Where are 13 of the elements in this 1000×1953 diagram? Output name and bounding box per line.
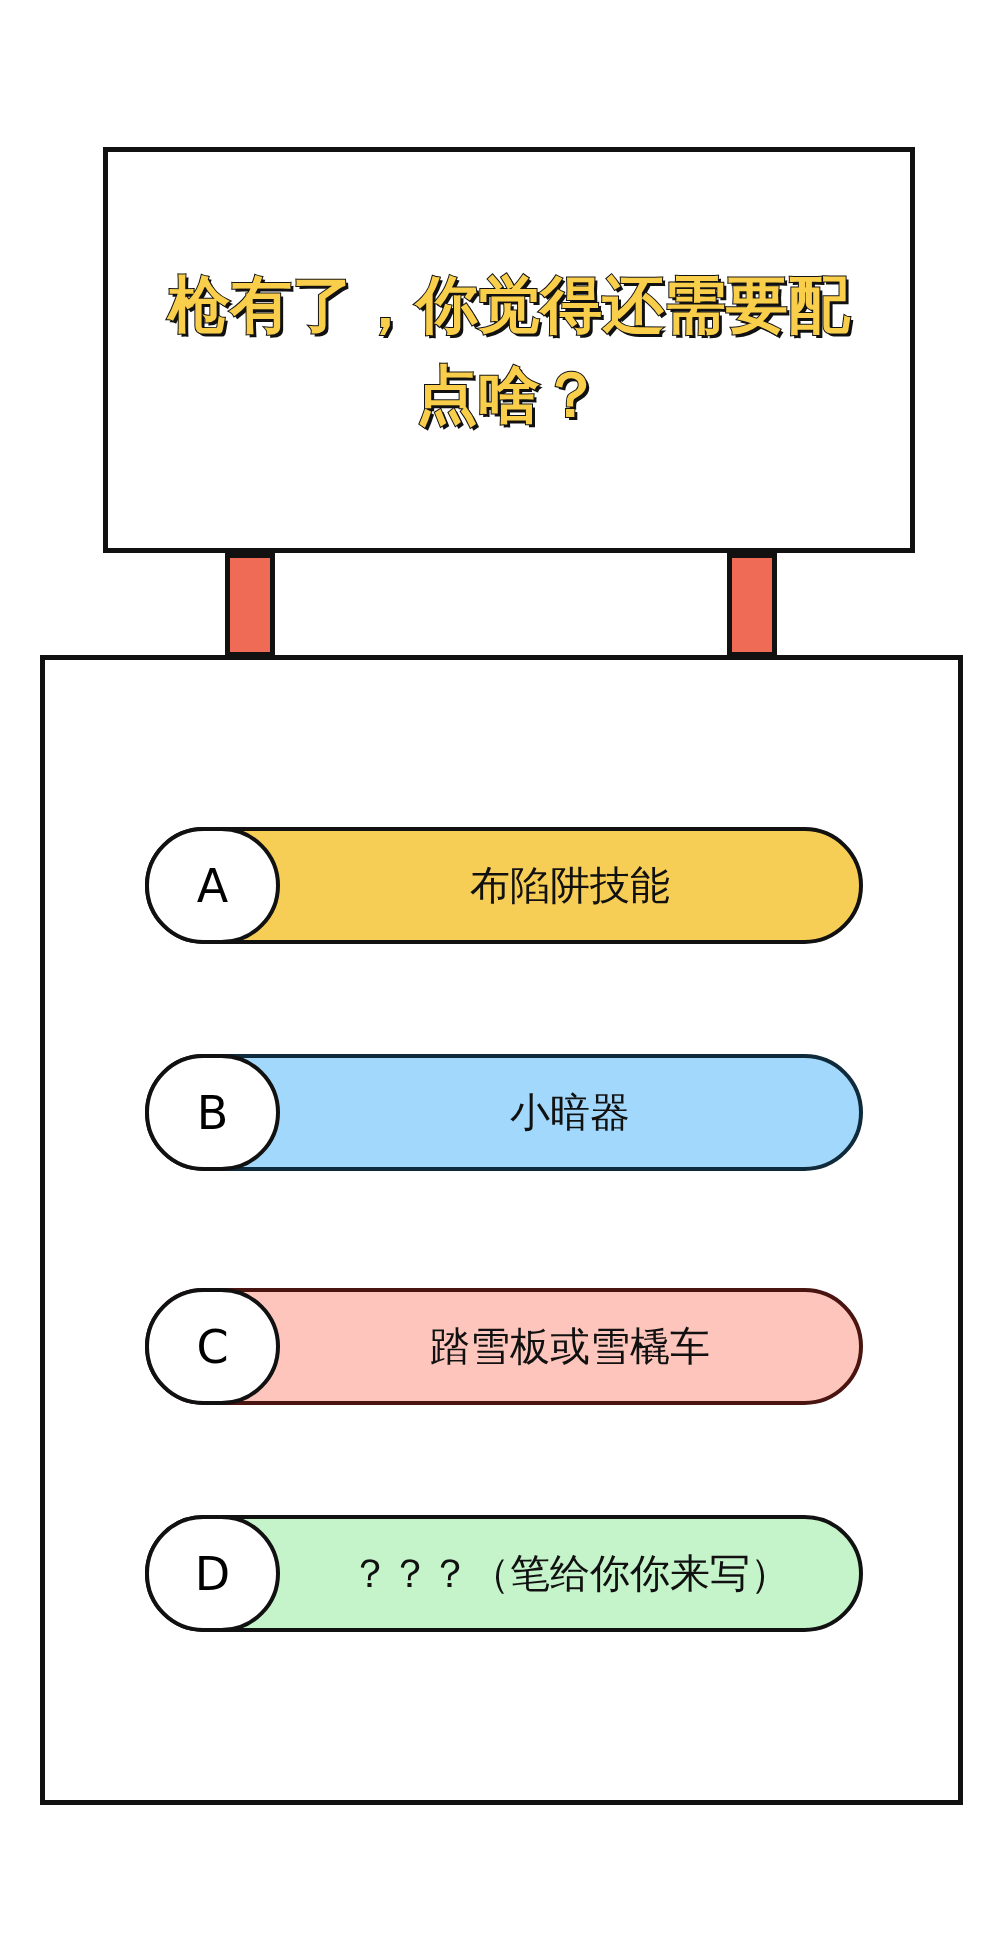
option-text: ？？？（笔给你你来写）: [349, 1549, 790, 1598]
sign-post: [727, 553, 777, 657]
option-letter: B: [145, 1054, 280, 1171]
option-text: 小暗器: [509, 1088, 630, 1137]
option-letter: A: [145, 827, 280, 944]
question-title: 枪有了，你觉得还需要配点啥？: [166, 267, 852, 433]
sign-post: [225, 553, 275, 657]
option-letter: D: [145, 1515, 280, 1632]
option-letter: C: [145, 1288, 280, 1405]
option-text: 布陷阱技能: [469, 861, 670, 910]
option-text: 踏雪板或雪橇车: [429, 1322, 710, 1371]
answer-panel: [40, 655, 963, 1805]
sign-board: [103, 147, 915, 553]
